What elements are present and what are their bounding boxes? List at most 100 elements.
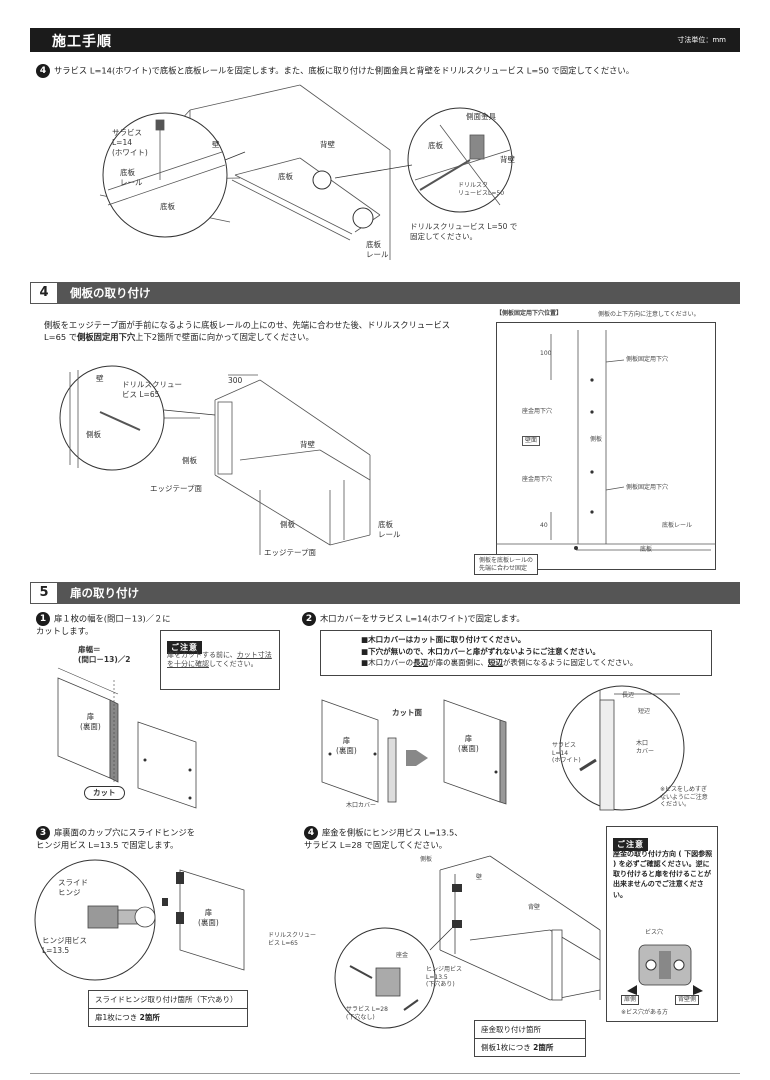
label-back-wall: 背壁 [320, 140, 335, 149]
caution-tag: ご注意 [613, 838, 648, 851]
table-row: 側板1枚につき 2箇所 [475, 1039, 585, 1056]
door-back-label-2: 扉 (裏面) [458, 734, 479, 753]
washer-orientation-diagram [627, 944, 703, 995]
bullet-3-short: 短辺 [487, 658, 503, 668]
label-back-wall: 背壁 [300, 440, 315, 449]
back-wall-side-label: 背壁側 [675, 995, 700, 1005]
table-cell-count: 2箇所 [139, 1013, 160, 1022]
washer-drawing [334, 855, 601, 1029]
hole-label-lower: 側板固定用下穴 [626, 484, 669, 491]
section4-instruction: 側板をエッジテープ面が手前になるように底板レールの上にのせ、先端に合わせた後、ド… [44, 319, 464, 343]
table-cell: 側板1枚につき [481, 1043, 534, 1052]
dim-40: 40 [540, 522, 548, 529]
page-title: 施工手順 [52, 34, 112, 50]
bottom-rule [30, 1073, 740, 1074]
hole-label-upper: 側板固定用下穴 [626, 356, 669, 363]
side-panel-label: 側板 [420, 856, 433, 863]
label-side-panel-2: 側板 [280, 520, 295, 529]
section-header-4: 4 側板の取り付け [30, 282, 740, 304]
table-cell: 扉1枚につき [95, 1013, 140, 1022]
side-panel-label: 側板 [590, 436, 603, 443]
bullet-3: ■木口カバーの長辺が扉の裏面側に、短辺が表側になるように固定してください。 [361, 657, 637, 669]
label-side-panel-3: 側板 [182, 456, 197, 465]
side-panel-drawing [59, 365, 371, 555]
label-bottom-rail-2: 底板 レール [366, 240, 389, 259]
bullet-list: ■木口カバーはカット面に取り付けてください。 ■下穴が無いので、木口カバーと扉が… [361, 634, 637, 669]
washer-hole-label-upper: 座金用下穴 [522, 408, 553, 415]
cover-attach-drawing [321, 685, 685, 811]
hole-panel-subtitle: 側板の上下方向に注意してください。 [598, 311, 700, 318]
section-number: 4 [30, 282, 58, 304]
header-bar: 施工手順 寸法単位：mm [30, 28, 740, 52]
step-number: 1 [36, 612, 50, 626]
section-number: 5 [30, 582, 58, 604]
step-number: 3 [36, 826, 50, 840]
unit-note: 寸法単位：mm [677, 36, 726, 44]
step4-top-text: サラビス L=14(ホワイト)で底板と底板レールを固定します。また、底板に取り付… [54, 65, 635, 76]
short-side-label: 短辺 [638, 708, 651, 715]
section4-text-bold: 側板固定用下穴 [77, 332, 136, 343]
table-row: 座金取り付け箇所 [475, 1021, 585, 1039]
section-title: 扉の取り付け [70, 586, 139, 600]
drill-note: ドリルスクリュービス L=50 で 固定してください。 [410, 222, 518, 241]
door-back-label: 扉 (裏面) [198, 908, 219, 927]
step-number: 4 [36, 64, 50, 78]
caution-text-1: 扉をカットする前に、カット寸法を十分に確認してください。 [167, 651, 275, 670]
label-wall: 壁 [212, 140, 220, 149]
table-row: 扉1枚につき 2箇所 [89, 1009, 247, 1026]
washer-label: 座金 [396, 952, 409, 959]
washer-hole-label-lower: 座金用下穴 [522, 476, 553, 483]
label-bottom-rail: 底板 レール [378, 520, 401, 539]
label-drill-screw-65: ドリルスクリュー ビス L=65 [122, 380, 182, 399]
cut-face-label: カット面 [392, 708, 422, 717]
label-bottom-board-3: 底板 [428, 141, 443, 150]
label-bottom-rail: 底板 レール [120, 168, 143, 187]
hinge-location-table: スライドヒンジ取り付け箇所（下穴あり） 扉1枚につき 2箇所 [88, 990, 248, 1027]
hinge-drawing [34, 859, 245, 981]
caution-text-underlined: カット寸法を十分に確認 [167, 651, 272, 669]
label-sarabisu: サラビス L=14 (ホワイト) [112, 128, 148, 157]
label-back-wall-2: 背壁 [500, 155, 515, 164]
hinge-screw-label: ヒンジ用ビス L=13.5 [42, 936, 87, 955]
door-side-label: 扉側 [621, 995, 640, 1005]
door-cut-drawing [57, 667, 197, 809]
table-row: スライドヒンジ取り付け箇所（下穴あり） [89, 991, 247, 1009]
step4-top-instruction: 4 サラビス L=14(ホワイト)で底板と底板レールを固定します。また、底板に取り… [36, 64, 634, 78]
step-5-4-text: 座金を側板にヒンジ用ビス L=13.5、 サラビス L=28 で固定してください… [304, 827, 463, 851]
wood-cover-label-2: 木口 カバー [636, 740, 655, 755]
dimension-300: 300 [228, 376, 243, 385]
caution-text-a: 扉をカットする前に、 [167, 651, 237, 659]
align-note: 側板を底板レールの 先端に合わせ固定 [474, 554, 539, 575]
table-cell-count: 2箇所 [533, 1043, 554, 1052]
bullet-3-a: ■木口カバーの [361, 658, 414, 668]
step-5-3-text: 扉裏面のカップ穴にスライドヒンジを ヒンジ用ビス L=13.5 で固定します。 [36, 827, 196, 851]
screw-hole-label: ビス穴 [645, 929, 664, 936]
caution-text-2: 座金の取り付け方向 ( 下図参照 ) を必ずご確認ください。逆に取り付けると扉を… [613, 850, 713, 899]
step-number: 2 [302, 612, 316, 626]
label-edge-tape-1: エッジテープ面 [150, 484, 203, 493]
wall-label: 壁 [476, 874, 483, 881]
cabinet-bottom-drawing [99, 84, 513, 260]
label-side-bracket: 側面金具 [466, 112, 496, 121]
bullet-3-long: 長辺 [413, 658, 429, 668]
label-side-panel: 側板 [86, 430, 101, 439]
section-title: 側板の取り付け [70, 286, 151, 300]
long-side-label: 長辺 [622, 692, 635, 699]
label-bottom-board: 底板 [160, 202, 175, 211]
cut-label: カット [84, 786, 125, 800]
bullet-2: ■下穴が無いので、木口カバーと扉がずれないようにご注意ください。 [361, 646, 600, 656]
washer-location-table: 座金取り付け箇所 側板1枚につき 2箇所 [474, 1020, 586, 1057]
wall-label: 壁面 [522, 436, 541, 446]
back-wall-label: 背壁 [528, 904, 541, 911]
section4-text: 側板をエッジテープ面が手前になるように底板レールの上にのせ、先端に合わせた後、ド… [44, 320, 451, 343]
caution-box-2: ご注意 座金の取り付け方向 ( 下図参照 ) を必ずご確認ください。逆に取り付け… [606, 826, 718, 1022]
label-wall: 壁 [96, 374, 104, 383]
screw-hole-note: ※ビス穴がある方 [621, 1009, 669, 1016]
step-5-1-text: 扉１枚の幅を(間口－13)／２に カットします。 [36, 613, 171, 637]
screw-caution: ※ビスをしめすぎ ないようにご注意 ください。 [660, 786, 708, 808]
wood-cover-label: 木口カバー [346, 802, 377, 809]
